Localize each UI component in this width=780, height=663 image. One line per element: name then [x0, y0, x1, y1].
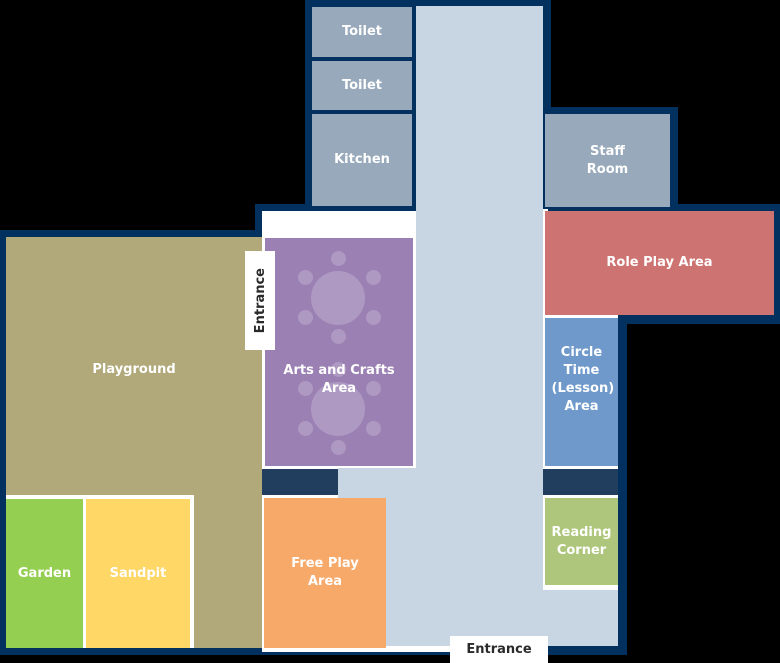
room-label: Playground: [92, 362, 176, 377]
room-garden[interactable]: Garden: [6, 499, 83, 648]
entrance-label: Entrance: [252, 267, 268, 334]
chair-icon: [331, 329, 346, 344]
chair-icon: [298, 270, 313, 285]
room-toilet-1[interactable]: Toilet: [312, 7, 412, 57]
divider-right: [543, 469, 618, 495]
entrance-bottom[interactable]: Entrance: [450, 636, 548, 663]
chair-icon: [298, 310, 313, 325]
room-staff[interactable]: Staff Room: [545, 114, 670, 207]
room-arts-crafts[interactable]: Arts and Crafts Area: [265, 238, 413, 466]
room-role-play[interactable]: Role Play Area: [545, 211, 774, 315]
room-reading-corner[interactable]: Reading Corner: [545, 498, 618, 585]
room-label: Role Play Area: [606, 255, 713, 270]
room-label: Garden: [17, 565, 72, 581]
chair-icon: [366, 270, 381, 285]
room-free-play[interactable]: Free Play Area: [264, 498, 386, 648]
table-icon: [311, 382, 365, 436]
chair-icon: [331, 251, 346, 266]
room-label: Sandpit: [109, 565, 167, 581]
chair-icon: [366, 421, 381, 436]
room-label: Toilet: [341, 77, 382, 93]
room-label: Free Play Area: [291, 556, 359, 589]
room-label: Arts and Crafts Area: [283, 363, 395, 396]
room-label: Reading Corner: [551, 524, 612, 558]
chair-icon: [366, 381, 381, 396]
room-sandpit[interactable]: Sandpit: [86, 499, 190, 648]
chair-icon: [298, 421, 313, 436]
room-label: Toilet: [341, 24, 382, 39]
chair-icon: [366, 310, 381, 325]
room-label: Circle Time (Lesson) Area: [551, 345, 615, 414]
divider-left: [262, 469, 338, 495]
room-circle-time[interactable]: Circle Time (Lesson) Area: [545, 318, 618, 466]
table-icon: [311, 271, 365, 325]
entrance-side[interactable]: Entrance: [245, 251, 275, 350]
entrance-label: Entrance: [466, 642, 532, 657]
room-toilet-2[interactable]: Toilet: [312, 61, 412, 110]
chair-icon: [331, 362, 346, 377]
room-kitchen[interactable]: Kitchen: [312, 114, 412, 206]
chair-icon: [298, 381, 313, 396]
room-label: Kitchen: [334, 152, 390, 167]
room-label: Staff Room: [586, 143, 629, 177]
chair-icon: [331, 440, 346, 455]
